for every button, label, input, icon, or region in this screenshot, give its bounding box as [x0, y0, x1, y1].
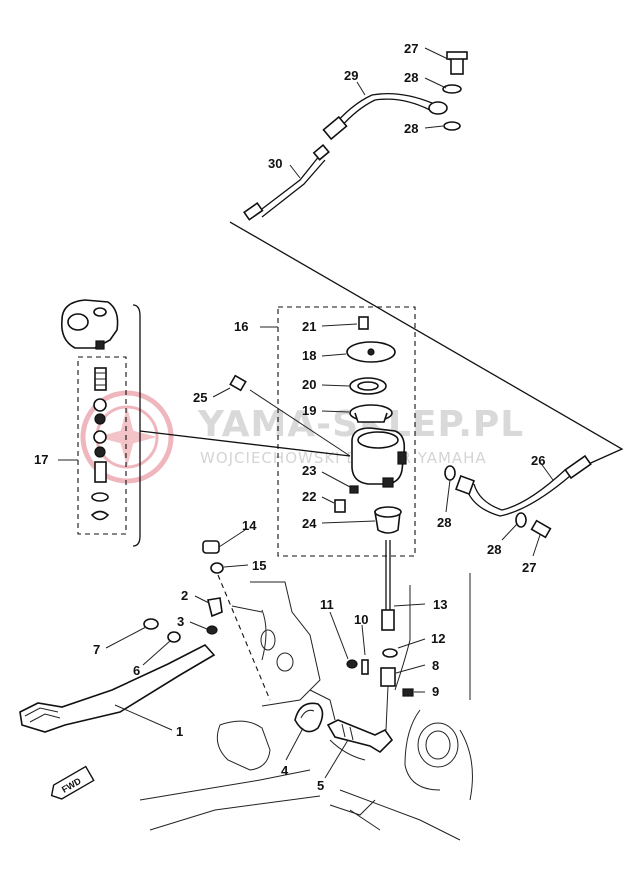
callout-21: 21 [302, 319, 316, 334]
callout-22: 22 [302, 489, 316, 504]
callout-26: 26 [531, 453, 545, 468]
copper-washer-top-a [442, 84, 462, 94]
brake-hose-26 [465, 475, 571, 517]
callout-24: 24 [302, 516, 317, 531]
callout-17: 17 [34, 452, 48, 467]
nut-15 [210, 562, 224, 574]
callout-13: 13 [433, 597, 447, 612]
callout-28-lower-a: 28 [437, 515, 451, 530]
callout-6: 6 [133, 663, 140, 678]
callout-30: 30 [268, 156, 282, 171]
callout-28-top-a: 28 [404, 70, 418, 85]
callout-15: 15 [252, 558, 266, 573]
watermark-sub-text: WOJCIECHOWSKI DEALER YAMAHA [200, 449, 487, 467]
callout-7: 7 [93, 642, 100, 657]
washer-11 [346, 659, 358, 669]
callout-14: 14 [242, 518, 257, 533]
hose-end-fitting [243, 202, 264, 221]
callout-25: 25 [193, 390, 207, 405]
frame-sketch [139, 573, 473, 841]
inset-cup-1 [93, 398, 107, 412]
callout-8: 8 [432, 658, 439, 673]
bolt-22 [334, 499, 346, 513]
callout-5: 5 [317, 778, 324, 793]
bolt-group-14-15 [202, 529, 271, 701]
washer-7 [143, 618, 159, 630]
master-cylinder-group [249, 306, 416, 557]
copper-washer-top-b [443, 121, 461, 131]
pin-9 [402, 688, 414, 697]
lower-brake-hose-assembly [444, 454, 592, 557]
callout-10: 10 [354, 612, 368, 627]
callout-11: 11 [320, 597, 334, 612]
callout-18: 18 [302, 348, 316, 363]
union-bolt-lower [530, 519, 552, 539]
inset-cup-2 [93, 430, 107, 444]
callout-4: 4 [281, 763, 289, 778]
copper-washer-lower-a [444, 465, 456, 481]
inset-detail-17 [58, 299, 351, 547]
nut-12 [382, 648, 398, 658]
callout-19: 19 [302, 403, 316, 418]
callout-28-lower-b: 28 [487, 542, 501, 557]
callout-labels: 1 2 3 4 5 6 7 8 9 10 11 12 13 14 15 16 1… [34, 41, 545, 793]
upper-brake-hose-assembly [243, 47, 468, 221]
screw-21 [358, 316, 369, 330]
callout-27-bottom: 27 [522, 560, 536, 575]
brake-pedal-1 [19, 644, 216, 733]
inset-circlip [90, 510, 110, 521]
callout-2: 2 [181, 588, 188, 603]
callout-23: 23 [302, 463, 316, 478]
callout-1: 1 [176, 724, 183, 739]
clevis-8 [380, 667, 396, 687]
copper-washer-lower-b [515, 512, 527, 528]
callout-20: 20 [302, 377, 316, 392]
callout-12: 12 [431, 631, 445, 646]
nut-6 [167, 631, 181, 643]
callout-16: 16 [234, 319, 248, 334]
cotter-pin-10 [361, 659, 369, 675]
banjo-fitting [428, 101, 448, 115]
callout-27-top: 27 [404, 41, 418, 56]
watermark-logo [80, 390, 174, 484]
hose-fitting-25 [212, 374, 247, 398]
nut-23 [349, 485, 359, 494]
brake-hose-29 [329, 92, 433, 131]
bolt-14 [202, 540, 220, 554]
forward-direction-badge: FWD [50, 765, 95, 800]
callout-29: 29 [344, 68, 358, 83]
return-spring-4 [294, 702, 324, 733]
master-cylinder-group-frame [277, 306, 416, 557]
push-rod-13 [329, 540, 426, 731]
spring-3 [206, 625, 218, 635]
brake-pedal-assembly [19, 595, 394, 779]
callout-9: 9 [432, 684, 439, 699]
shaft-5 [326, 719, 394, 754]
bolt-2 [207, 597, 223, 618]
hose-joint [322, 115, 348, 141]
inset-bracket [132, 304, 141, 547]
callout-28-top-b: 28 [404, 121, 418, 136]
callout-3: 3 [177, 614, 184, 629]
inset-piston [94, 461, 107, 483]
